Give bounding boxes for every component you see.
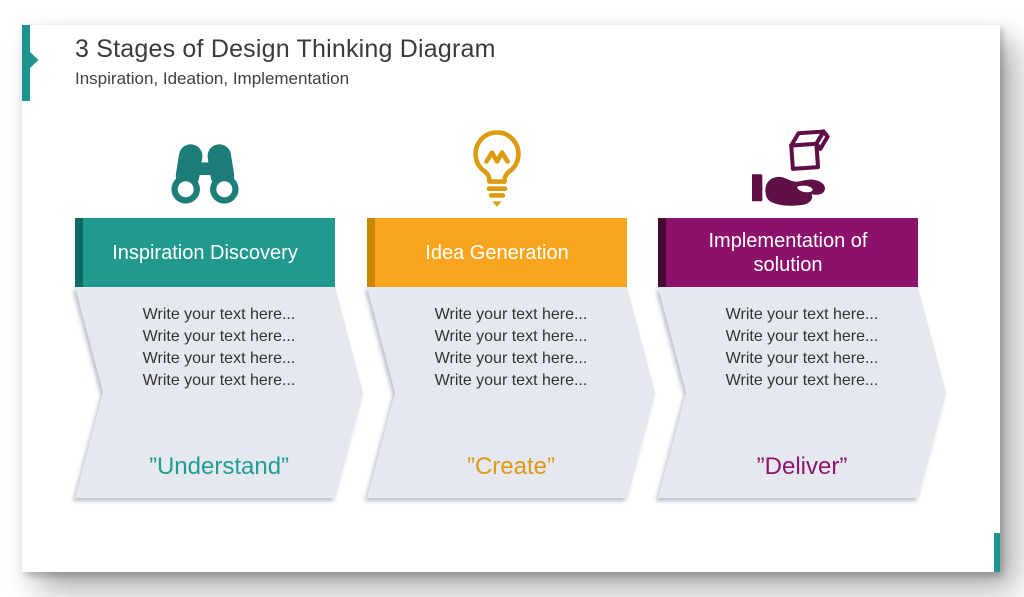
stage-header-label: Idea Generation [425, 241, 569, 264]
stage-quote: ”Understand” [148, 453, 290, 480]
chevron-shape: Write your text here... Write your text … [367, 287, 655, 498]
placeholder-text-line: Write your text here... [142, 372, 296, 389]
slide-card: 3 Stages of Design Thinking Diagram Insp… [22, 25, 1000, 572]
hand-box-icon [658, 119, 918, 213]
placeholder-text-line: Write your text here... [725, 372, 879, 389]
stage-header: Idea Generation [367, 218, 627, 287]
bookmark-ribbon-icon [22, 25, 39, 101]
placeholder-text-line: Write your text here... [142, 306, 296, 323]
lightbulb-icon [367, 119, 627, 213]
header-fold [367, 218, 375, 287]
chevron-shape: Write your text here... Write your text … [75, 287, 363, 498]
placeholder-text-line: Write your text here... [725, 350, 879, 367]
placeholder-text-block: Write your text here... Write your text … [686, 304, 918, 392]
placeholder-text-line: Write your text here... [725, 328, 879, 345]
stage-quote: ”Deliver” [756, 453, 848, 480]
stage-header-label: Implementation of solution [708, 229, 868, 276]
placeholder-text-block: Write your text here... Write your text … [103, 304, 335, 392]
binoculars-icon [75, 119, 335, 213]
title-block: 3 Stages of Design Thinking Diagram Insp… [75, 34, 496, 89]
placeholder-text-line: Write your text here... [434, 350, 588, 367]
placeholder-text-line: Write your text here... [142, 350, 296, 367]
chevron-shape: Write your text here... Write your text … [658, 287, 946, 498]
slide-title: 3 Stages of Design Thinking Diagram [75, 35, 496, 63]
stage-quote: ”Create” [466, 453, 556, 480]
header-fold [658, 218, 666, 287]
stage-body: Write your text here... Write your text … [75, 287, 363, 498]
placeholder-text-line: Write your text here... [434, 372, 588, 389]
stage-body: Write your text here... Write your text … [658, 287, 946, 498]
placeholder-text-line: Write your text here... [725, 306, 879, 323]
stage-header: Implementation of solution [658, 218, 918, 287]
header-fold [75, 218, 83, 287]
stage-header-label: Inspiration Discovery [112, 241, 298, 264]
stage-header: Inspiration Discovery [75, 218, 335, 287]
stage-body: Write your text here... Write your text … [367, 287, 655, 498]
placeholder-text-line: Write your text here... [434, 306, 588, 323]
slide-subtitle: Inspiration, Ideation, Implementation [75, 69, 350, 88]
corner-accent-bar [994, 533, 1000, 572]
placeholder-text-line: Write your text here... [434, 328, 588, 345]
placeholder-text-line: Write your text here... [142, 328, 296, 345]
placeholder-text-block: Write your text here... Write your text … [395, 304, 627, 392]
